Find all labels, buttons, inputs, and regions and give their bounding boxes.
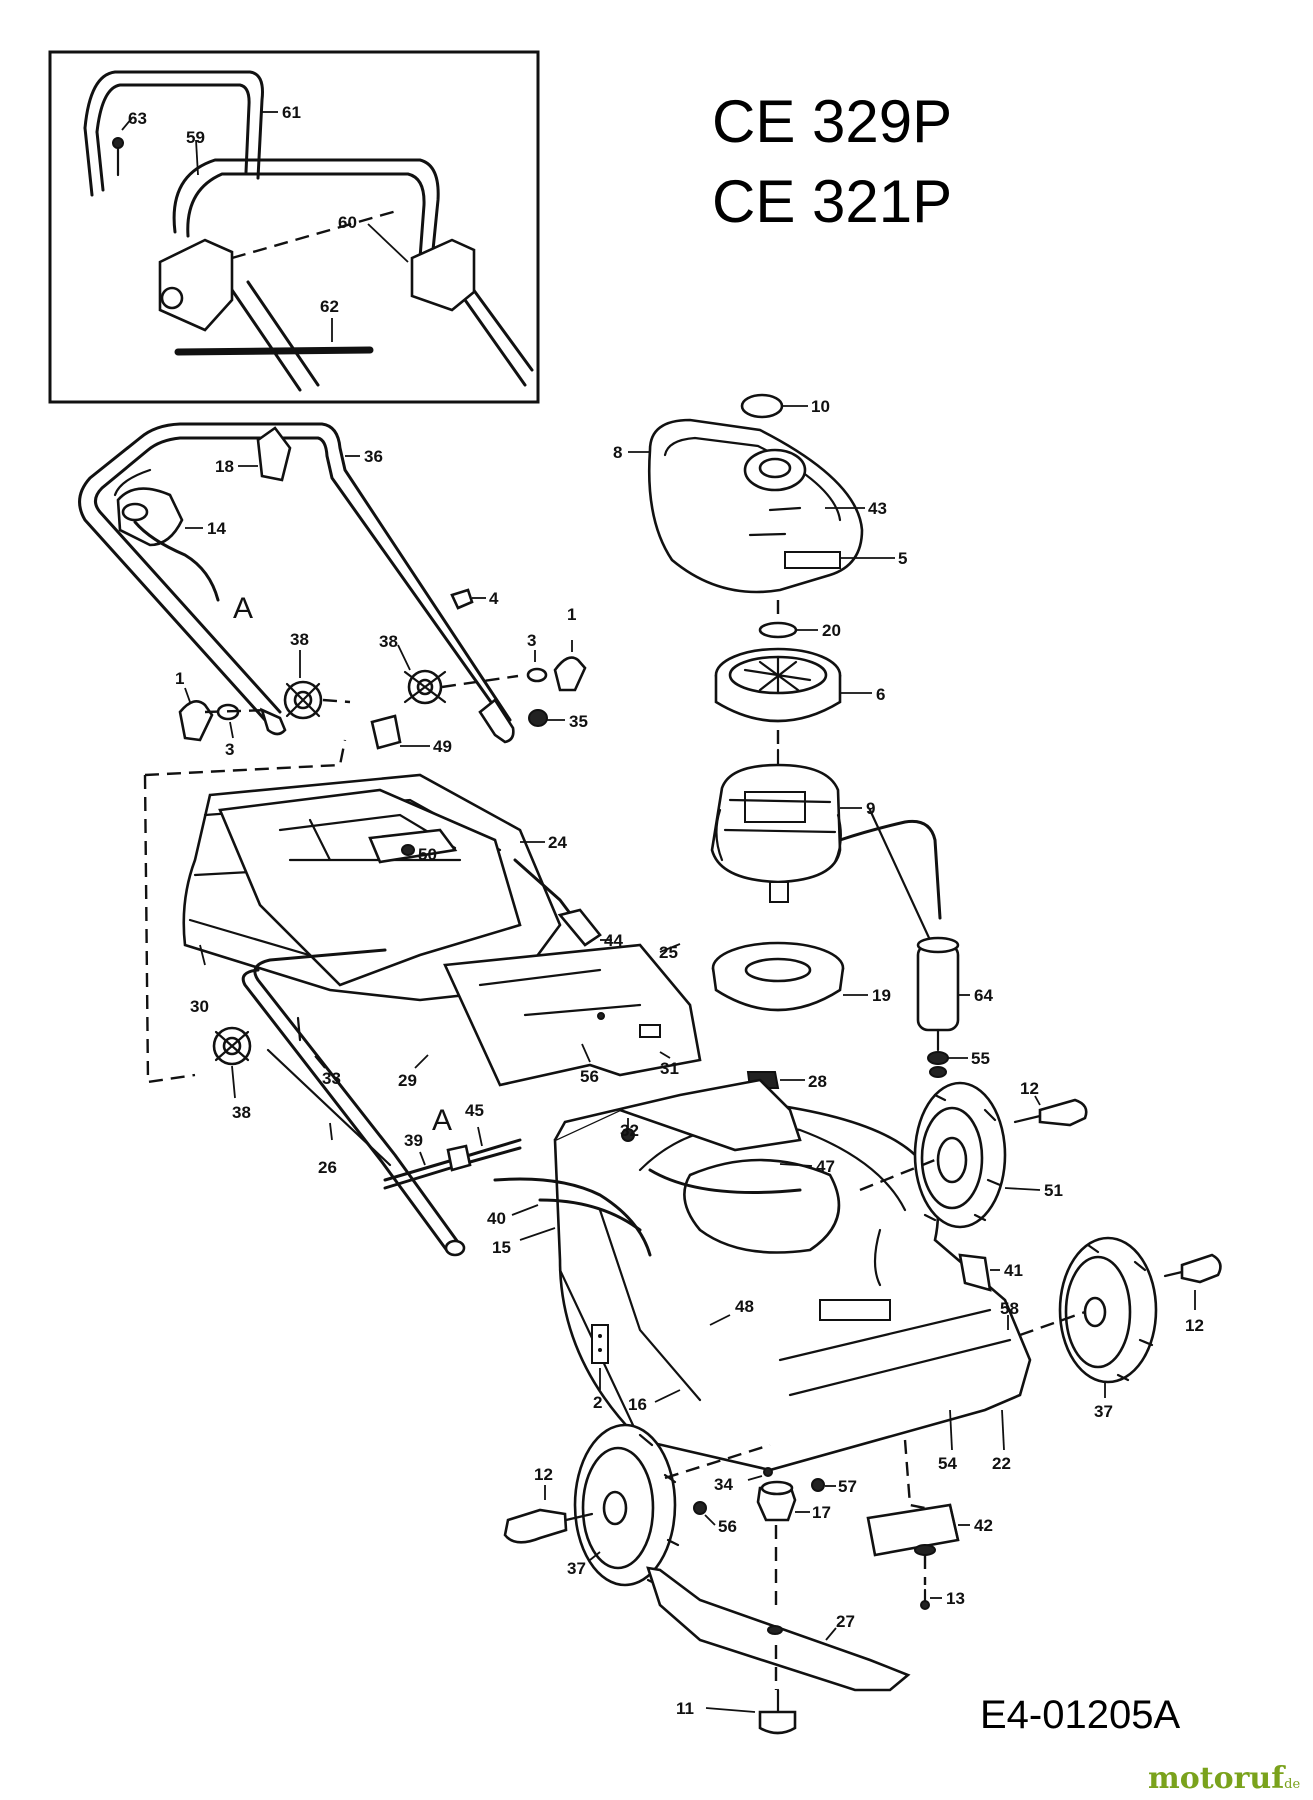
- part-41: [958, 1253, 1000, 1292]
- callout-8: 8: [613, 443, 622, 462]
- motor: [710, 730, 942, 942]
- callout-13: 13: [946, 1589, 965, 1608]
- callout-4: 4: [489, 589, 499, 608]
- callout-45: 45: [465, 1101, 484, 1120]
- callout-33: 33: [322, 1069, 341, 1088]
- front-wheel-right: [1019, 1236, 1222, 1398]
- front-wheel-left: [503, 1423, 771, 1587]
- callout-12-right-front: 12: [1185, 1316, 1204, 1335]
- callout-18: 18: [215, 457, 234, 476]
- callout-14: 14: [207, 519, 226, 538]
- callout-17: 17: [812, 1503, 831, 1522]
- callout-38-bottom: 38: [232, 1103, 251, 1122]
- callout-12-right-rear: 12: [1020, 1079, 1039, 1098]
- callout-32: 32: [620, 1121, 639, 1140]
- grass-catcher: [143, 714, 577, 1084]
- callout-37-left: 37: [567, 1559, 586, 1578]
- callout-3-left: 3: [225, 740, 234, 759]
- callout-22: 22: [992, 1454, 1011, 1473]
- callout-10: 10: [811, 397, 830, 416]
- catcher-frame: [212, 948, 466, 1257]
- rear-wheel-right: [859, 1081, 1088, 1229]
- callout-38-left: 38: [290, 630, 309, 649]
- callout-15: 15: [492, 1238, 511, 1257]
- main-handle: [78, 422, 515, 744]
- callout-35: 35: [569, 712, 588, 731]
- model-title-1: CE 329P: [712, 88, 952, 155]
- callout-49: 49: [433, 737, 452, 756]
- callout-42: 42: [974, 1516, 993, 1535]
- callout-61: 61: [282, 103, 301, 122]
- motor-cover-assembly: [628, 393, 895, 594]
- callout-43: 43: [868, 499, 887, 518]
- callout-5: 5: [898, 549, 907, 568]
- callout-56-bottom: 56: [718, 1517, 737, 1536]
- callout-24: 24: [548, 833, 567, 852]
- callout-40: 40: [487, 1209, 506, 1228]
- callout-57: 57: [838, 1477, 857, 1496]
- motor-flange: [711, 941, 868, 1012]
- callout-34: 34: [714, 1475, 733, 1494]
- callout-1-right: 1: [567, 605, 576, 624]
- fan-assembly: [714, 600, 872, 723]
- watermark-text: motoruf: [1148, 1761, 1286, 1796]
- cable-assembly: [383, 1118, 813, 1257]
- callout-38-right: 38: [379, 632, 398, 651]
- callout-64: 64: [974, 986, 993, 1005]
- callout-48: 48: [735, 1297, 754, 1316]
- callout-1-left: 1: [175, 669, 184, 688]
- callout-58: 58: [1000, 1299, 1019, 1318]
- callout-54: 54: [938, 1454, 957, 1473]
- callout-59: 59: [186, 128, 205, 147]
- callout-51: 51: [1044, 1181, 1063, 1200]
- drawing-code: E4-01205A: [980, 1693, 1180, 1737]
- callout-41: 41: [1004, 1261, 1023, 1280]
- callout-3-right: 3: [527, 631, 536, 650]
- callout-2: 2: [593, 1393, 602, 1412]
- callout-11: 11: [676, 1699, 694, 1718]
- callout-31: 31: [660, 1059, 679, 1078]
- callout-25: 25: [659, 943, 678, 962]
- rear-flap: [443, 908, 702, 1087]
- callout-36: 36: [364, 447, 383, 466]
- blade-hub-hardware: [693, 1467, 836, 1610]
- mower-deck: [553, 1078, 1032, 1472]
- callout-62: 62: [320, 297, 339, 316]
- blade: [646, 1566, 911, 1692]
- model-title-2: CE 321P: [712, 168, 952, 235]
- callout-47: 47: [816, 1157, 835, 1176]
- part-42-block: [866, 1439, 970, 1610]
- callout-56-top: 56: [580, 1067, 599, 1086]
- callout-28: 28: [808, 1072, 827, 1091]
- callout-30: 30: [190, 997, 209, 1016]
- callout-50: 50: [418, 845, 437, 864]
- inset-handle-detail: [48, 50, 540, 404]
- callout-63: 63: [128, 109, 147, 128]
- callout-55: 55: [971, 1049, 990, 1068]
- right-handle-hardware: [397, 588, 587, 727]
- callout-37-right: 37: [1094, 1402, 1113, 1421]
- watermark-logo: motoruf .de: [1148, 1761, 1300, 1796]
- callout-6: 6: [876, 685, 885, 704]
- callout-60: 60: [338, 213, 357, 232]
- blade-bolt: [705, 1645, 797, 1735]
- callout-16: 16: [628, 1395, 647, 1414]
- callout-39: 39: [404, 1131, 423, 1150]
- left-handle-hardware: [178, 650, 351, 742]
- callout-9: 9: [866, 799, 875, 818]
- watermark-suffix: .de: [1280, 1777, 1300, 1792]
- callout-19: 19: [872, 986, 891, 1005]
- callout-26: 26: [318, 1158, 337, 1177]
- callout-29: 29: [398, 1071, 417, 1090]
- letter-a-upper: A: [233, 592, 253, 625]
- capacitor: [916, 936, 970, 1078]
- callout-12-left: 12: [534, 1465, 553, 1484]
- callout-20: 20: [822, 621, 841, 640]
- callout-44: 44: [604, 931, 623, 950]
- letter-a-lower: A: [432, 1104, 452, 1137]
- callout-27: 27: [836, 1612, 855, 1631]
